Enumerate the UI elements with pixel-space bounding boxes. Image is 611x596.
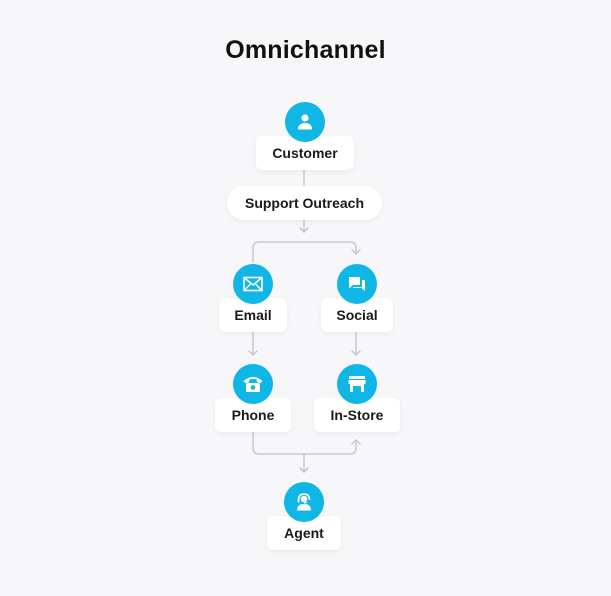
phone-node-icon bbox=[233, 364, 273, 404]
email-node-icon bbox=[233, 264, 273, 304]
customer-node: Customer bbox=[256, 136, 354, 170]
agent-node-icon bbox=[284, 482, 324, 522]
telephone-icon bbox=[243, 377, 263, 392]
social-node: Social bbox=[321, 298, 393, 332]
instore-node-icon bbox=[337, 364, 377, 404]
person-icon bbox=[298, 114, 312, 130]
customer-node-icon bbox=[285, 102, 325, 142]
envelope-icon bbox=[243, 276, 263, 292]
diagram-title: Omnichannel bbox=[225, 36, 386, 64]
email-label: Email bbox=[234, 307, 272, 323]
social-node-icon bbox=[337, 264, 377, 304]
support-outreach-node: Support Outreach bbox=[227, 186, 382, 220]
storefront-icon bbox=[348, 376, 366, 392]
chat-bubbles-icon bbox=[349, 277, 365, 291]
headset-agent-icon bbox=[297, 493, 311, 511]
agent-label: Agent bbox=[284, 525, 324, 541]
customer-label: Customer bbox=[272, 145, 338, 161]
instore-label: In-Store bbox=[330, 407, 384, 423]
support-outreach-label: Support Outreach bbox=[244, 195, 364, 211]
social-label: Social bbox=[336, 307, 378, 323]
phone-label: Phone bbox=[231, 407, 275, 423]
